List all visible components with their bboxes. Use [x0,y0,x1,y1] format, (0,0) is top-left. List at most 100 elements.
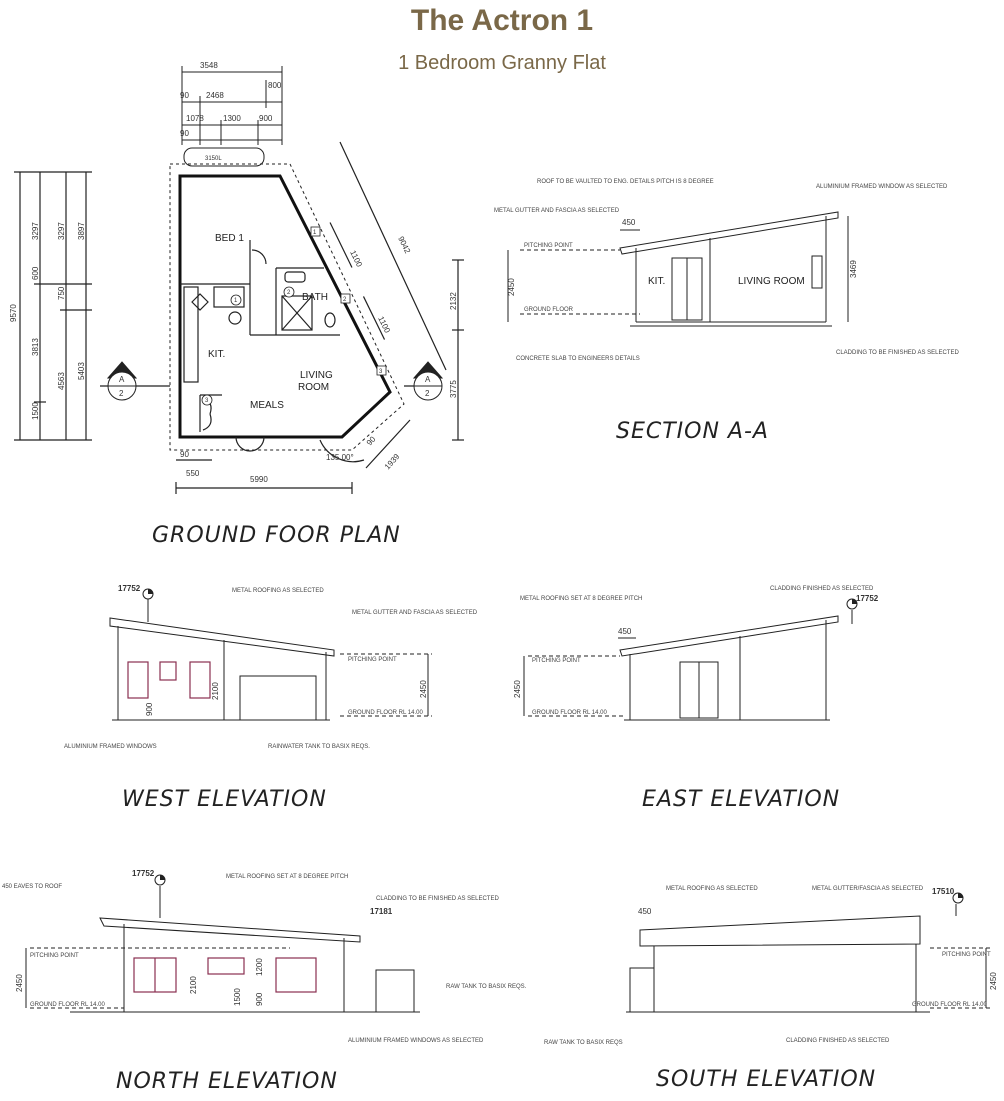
section-dim-overall: 3469 [849,260,858,278]
note-roof-vaulted: ROOF TO BE VAULTED TO ENG. DETAILS PITCH… [537,179,714,185]
room-kit: KIT. [208,349,225,360]
floor-plan-caption: GROUND FOOR PLAN [152,523,401,548]
dim-left-4563: 4563 [57,372,66,390]
dim-bottom-550: 550 [186,469,200,478]
dim-top-90b: 90 [180,129,189,138]
south-caption: SOUTH ELEVATION [656,1067,876,1092]
marker-left-sheet: 2 [119,389,124,398]
door-tag-1: 1 [313,230,317,236]
north-caption: NORTH ELEVATION [116,1069,338,1094]
dim-bottom-5990: 5990 [250,475,268,484]
north-dim-head: 2100 [189,976,198,994]
west-note-windows: ALUMINIUM FRAMED WINDOWS [64,744,157,750]
north-note-cladding: CLADDING TO BE FINISHED AS SELECTED [376,896,499,902]
north-note-pitching: PITCHING POINT [30,953,79,959]
west-note-gutter: METAL GUTTER AND FASCIA AS SELECTED [352,610,478,616]
west-note-roofing: METAL ROOFING AS SELECTED [232,588,324,594]
page-subtitle: 1 Bedroom Granny Flat [398,52,606,74]
north-level-low: 17181 [370,907,393,916]
south-note-roofing: METAL ROOFING AS SELECTED [666,886,758,892]
tank-label: 3150L [205,156,222,162]
room-living-1: LIVING [300,370,333,381]
window-tag-2: 2 [287,290,291,296]
east-dim-height: 2450 [513,680,522,698]
note-pitching: PITCHING POINT [524,243,573,249]
south-note-gutter: METAL GUTTER/FASCIA AS SELECTED [812,886,924,892]
north-dim-900: 900 [255,992,264,1006]
note-slab: CONCRETE SLAB TO ENGINEERS DETAILS [516,356,640,362]
dim-bottom-90: 90 [180,450,189,459]
dim-left-3813: 3813 [31,338,40,356]
dim-left-3297b: 3297 [57,222,66,240]
marker-left-letter: A [119,375,125,384]
room-bed: BED 1 [215,233,244,244]
room-meals: MEALS [250,400,284,411]
west-caption: WEST ELEVATION [122,787,327,812]
room-bath: BATH [302,292,328,303]
dim-top-900: 900 [259,114,273,123]
marker-right-sheet: 2 [425,389,430,398]
east-note-floor: GROUND FLOOR RL 14.00 [532,710,607,716]
north-dim-1200: 1200 [255,958,264,976]
dim-left-1500: 1500 [31,402,40,420]
north-note-floor: GROUND FLOOR RL 14.00 [30,1002,105,1008]
dim-top-1300: 1300 [223,114,241,123]
west-level: 17752 [118,584,141,593]
door-tag-3: 3 [379,369,383,375]
west-note-floor: GROUND FLOOR RL 14.00 [348,710,423,716]
section-marker-left [106,361,138,401]
north-note-roofing: METAL ROOFING SET AT 8 DEGREE PITCH [226,874,348,880]
room-living-2: ROOM [298,382,329,393]
north-note-tank: RAW TANK TO BASIX REQS. [446,984,527,990]
north-note-eaves: 450 EAVES TO ROOF [2,884,62,890]
dim-right-3775: 3775 [449,380,458,398]
dim-top-2468: 2468 [206,91,224,100]
west-note-tank: RAINWATER TANK TO BASIX REQS. [268,744,370,750]
window-tag-3: 3 [205,398,209,404]
dim-left-9570: 9570 [9,304,18,322]
section-dim-eave: 450 [622,218,636,227]
west-dim-height: 2450 [419,680,428,698]
section-room-living: LIVING ROOM [738,276,805,287]
note-gutter: METAL GUTTER AND FASCIA AS SELECTED [494,208,620,214]
south-note-pitching: PITCHING POINT [942,952,991,958]
note-window: ALUMINIUM FRAMED WINDOW AS SELECTED [816,184,948,190]
east-note-roofing: METAL ROOFING SET AT 8 DEGREE PITCH [520,596,642,602]
west-dim-sill: 900 [145,702,154,716]
dim-left-3897: 3897 [77,222,86,240]
dim-top-90: 90 [180,91,189,100]
door-tag-2: 2 [343,297,347,303]
note-floor: GROUND FLOOR [524,307,574,313]
north-dim-1500: 1500 [233,988,242,1006]
north-note-windows: ALUMINIUM FRAMED WINDOWS AS SELECTED [348,1038,484,1044]
north-level-high: 17752 [132,869,155,878]
south-dim-eave: 450 [638,907,652,916]
dim-left-750: 750 [57,286,66,300]
east-level: 17752 [856,594,879,603]
section-room-kit: KIT. [648,276,665,287]
dim-left-600: 600 [31,266,40,280]
east-caption: EAST ELEVATION [642,787,840,812]
dim-right-2132: 2132 [449,292,458,310]
west-dim-head: 2100 [211,682,220,700]
north-dim-height: 2450 [15,974,24,992]
south-note-cladding: CLADDING FINISHED AS SELECTED [786,1038,890,1044]
dim-left-5403: 5403 [77,362,86,380]
dim-left-3297: 3297 [31,222,40,240]
page-title: The Actron 1 [410,4,594,37]
east-dim-eave: 450 [618,627,632,636]
west-note-pitching: PITCHING POINT [348,657,397,663]
dim-top-overall: 3548 [200,61,218,70]
south-level: 17510 [932,887,955,896]
dim-angle: 135.00° [326,453,354,462]
section-caption: SECTION A-A [616,419,769,444]
note-cladding: CLADDING TO BE FINISHED AS SELECTED [836,350,959,356]
south-note-tank: RAW TANK TO BASIX REQS [544,1040,623,1046]
